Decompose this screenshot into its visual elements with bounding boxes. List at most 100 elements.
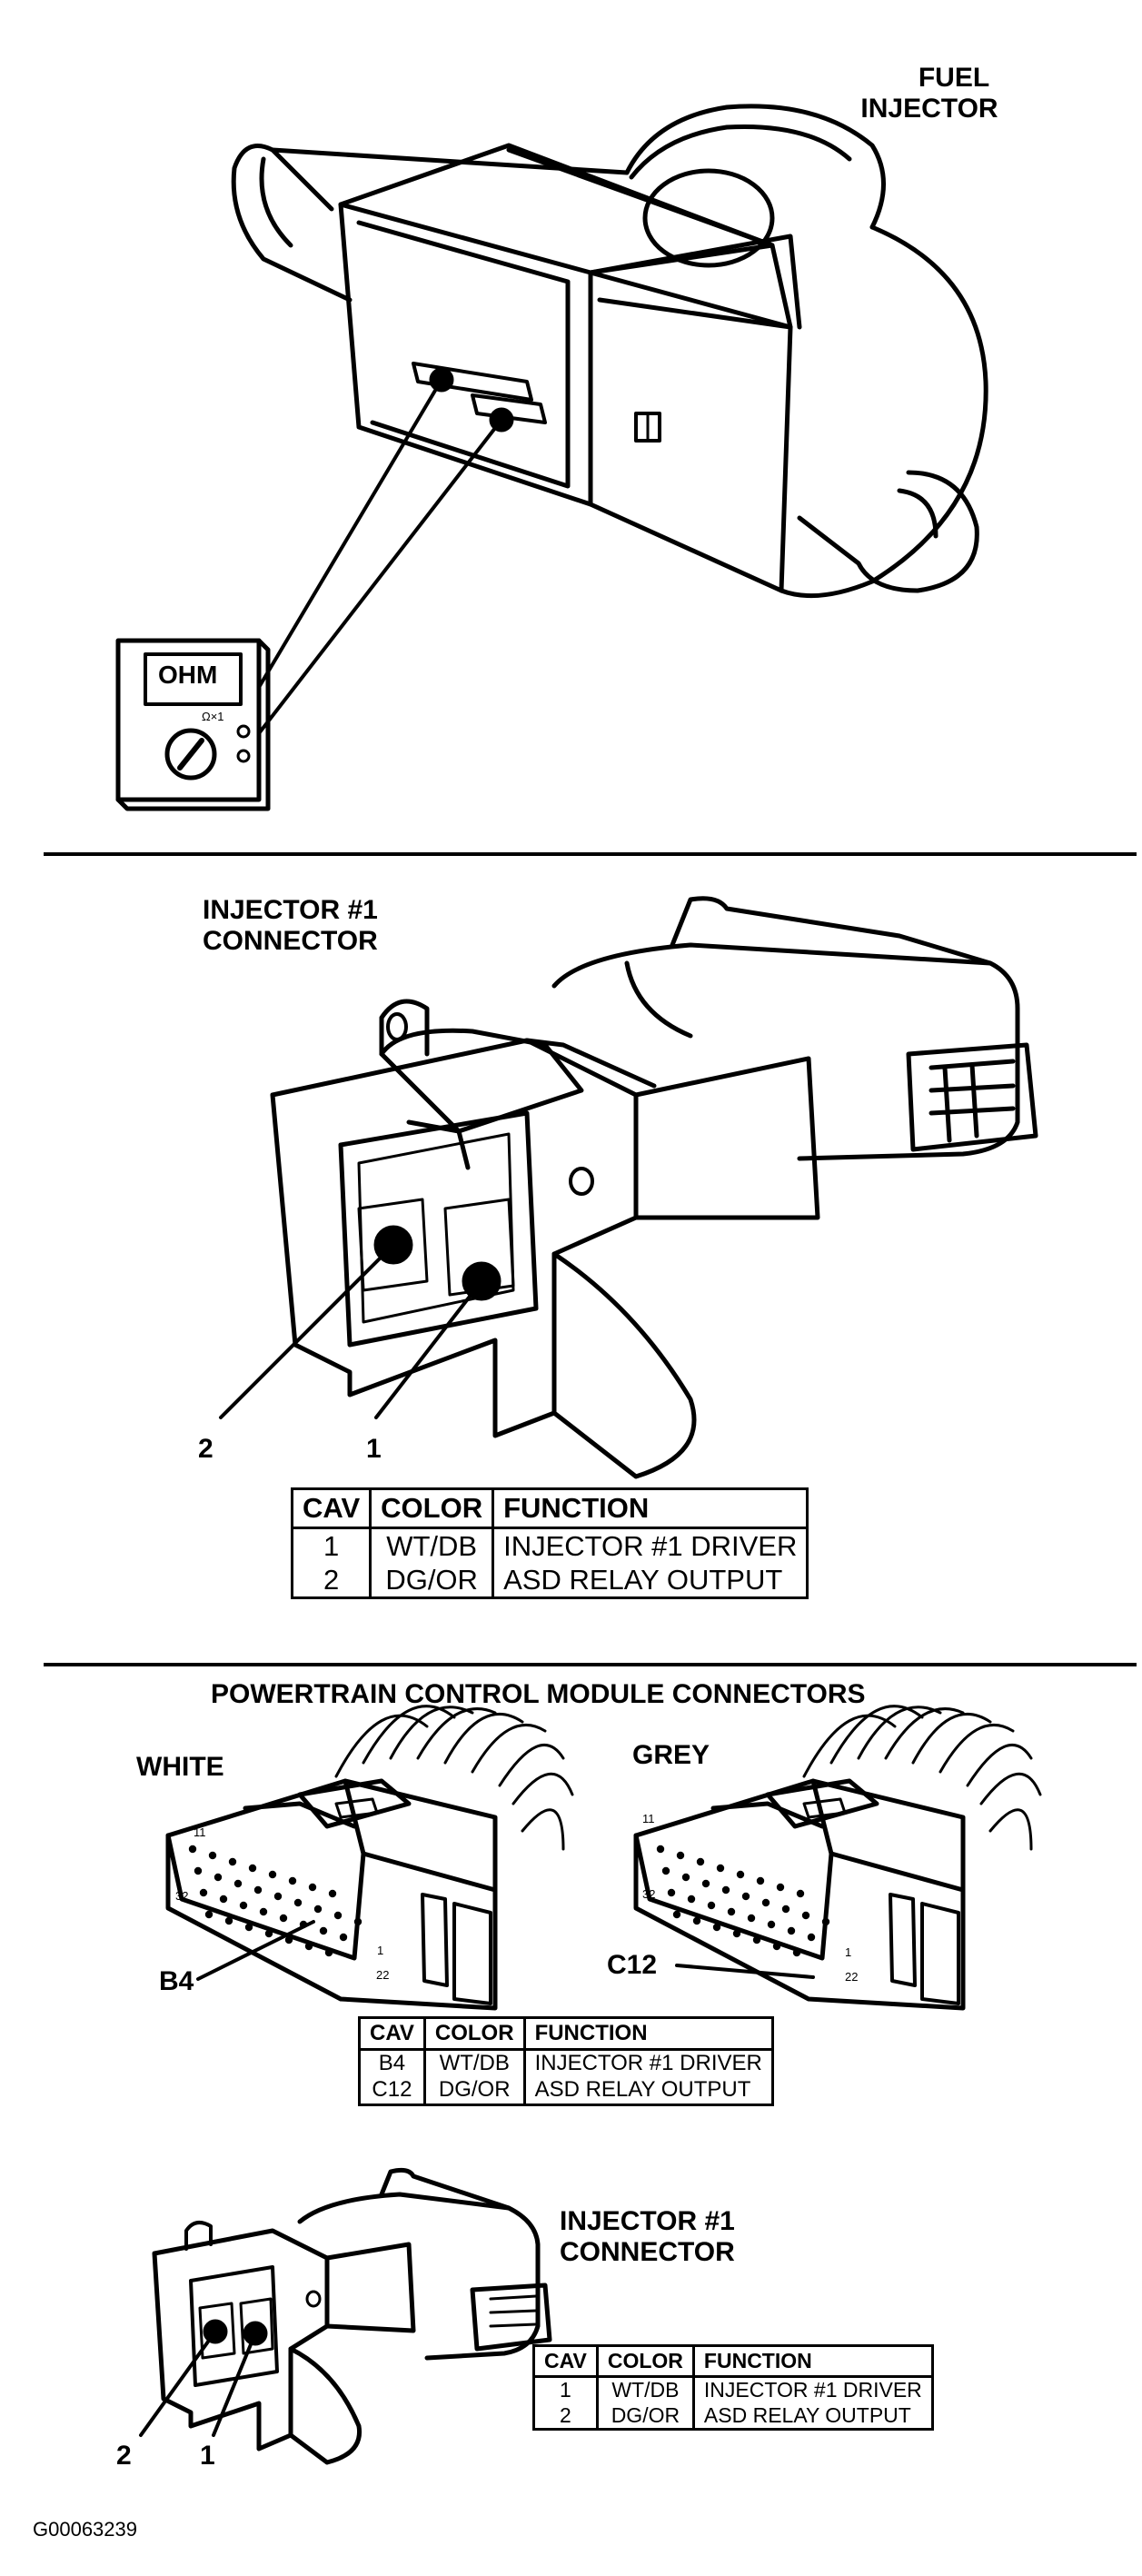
pin-dot — [716, 1864, 725, 1873]
pin-dot — [244, 1923, 253, 1932]
pin-dot — [328, 1889, 337, 1898]
pin-dot — [721, 1885, 730, 1895]
pin-dot — [188, 1845, 197, 1854]
ohmmeter-display: OHM — [158, 661, 218, 689]
table-header-color: COLOR — [424, 2017, 526, 2051]
pin-dot — [687, 1895, 696, 1904]
pin-dot — [284, 1935, 293, 1944]
b4-callout: B4 — [159, 1966, 194, 1996]
pin-grid-grey — [656, 1845, 830, 1957]
pin-dot — [761, 1898, 770, 1907]
pin-dot — [772, 1942, 781, 1951]
table-header-cav: CAV — [359, 2017, 426, 2051]
grey-connector-label: GREY — [632, 1740, 710, 1770]
pin-dot — [219, 1895, 228, 1904]
pin-dot — [781, 1905, 790, 1914]
injector-connector-drawing-large — [219, 896, 1038, 1479]
pin-dot — [756, 1876, 765, 1885]
white-cavity-22: 22 — [376, 1968, 390, 1982]
pin-dot — [293, 1898, 303, 1907]
pin-dot — [208, 1851, 217, 1860]
pin-dot — [333, 1911, 343, 1920]
pin-dot — [712, 1923, 721, 1932]
document-id: G00063239 — [33, 2518, 137, 2541]
grey-cavity-32: 32 — [642, 1887, 656, 1901]
pin-dot — [672, 1910, 681, 1919]
ohmmeter-range-label: Ω×1 — [202, 710, 224, 723]
pin-2-label-bottom: 2 — [116, 2441, 132, 2471]
pin-1-label: 1 — [366, 1434, 382, 1464]
grey-cavity-22: 22 — [845, 1970, 859, 1984]
pin-dot — [304, 1942, 313, 1951]
section-divider-1 — [44, 852, 1137, 856]
c12-callout: C12 — [607, 1950, 658, 1980]
injector-connector-drawing-small — [139, 2167, 552, 2465]
pin-dot — [692, 1916, 701, 1925]
injector1-connector-label-line2: CONNECTOR — [203, 925, 378, 956]
pin-dot — [253, 1885, 263, 1895]
ohmmeter-drawing — [115, 378, 503, 811]
pin-dot — [821, 1917, 830, 1926]
pin-dot — [752, 1935, 761, 1944]
pin-dot — [776, 1883, 785, 1892]
pin-dot — [324, 1948, 333, 1957]
pin-dot — [224, 1916, 233, 1925]
pin-dot — [807, 1933, 816, 1942]
pin-dot — [233, 1879, 243, 1888]
pin-dot — [796, 1889, 805, 1898]
fuel-injector-label: FUEL INJECTOR — [860, 63, 1008, 124]
pin-dot — [736, 1870, 745, 1879]
pin-dot — [308, 1883, 317, 1892]
pin-dot — [661, 1866, 670, 1875]
pin-dot — [727, 1907, 736, 1916]
pin-dot — [288, 1876, 297, 1885]
pin-dot — [214, 1873, 223, 1882]
pcm-connector-white-drawing — [165, 1705, 574, 2011]
fuel-injector-label-line2: INJECTOR — [860, 93, 998, 124]
section-divider-2 — [44, 1663, 1137, 1666]
table-header-function: FUNCTION — [524, 2017, 773, 2051]
white-cavity-11: 11 — [194, 1825, 206, 1839]
pin-dot — [268, 1870, 277, 1879]
pin-dot — [767, 1920, 776, 1929]
pin-dot — [264, 1929, 273, 1938]
pin-dot — [353, 1917, 362, 1926]
grey-cavity-11: 11 — [642, 1812, 655, 1825]
pcm-connectors-title: POWERTRAIN CONTROL MODULE CONNECTORS — [211, 1679, 866, 1709]
pin-dot — [204, 1910, 214, 1919]
pin-dot — [732, 1929, 741, 1938]
pin-dot — [787, 1926, 796, 1935]
pin-dot — [279, 1914, 288, 1923]
pin-dot — [696, 1857, 705, 1866]
injector1-connector-label-line1: INJECTOR #1 — [203, 895, 378, 925]
pin-dot — [741, 1892, 750, 1901]
injector1-connector-label-bottom-line2: CONNECTOR — [560, 2236, 735, 2267]
table-header-cav: CAV — [292, 1488, 372, 1529]
pin-dot — [701, 1879, 710, 1888]
fuel-injector-drawing — [231, 104, 988, 599]
table-header-function: FUNCTION — [492, 1488, 808, 1529]
pin-dot — [319, 1926, 328, 1935]
injector1-connector-label-bottom: INJECTOR #1 CONNECTOR — [560, 2206, 735, 2267]
pin-dot — [259, 1907, 268, 1916]
pin-2-label: 2 — [198, 1434, 214, 1464]
pin-dot — [667, 1888, 676, 1897]
table-header-color: COLOR — [597, 2345, 695, 2378]
pin-dot — [313, 1905, 323, 1914]
pin-1-label-bottom: 1 — [200, 2441, 215, 2471]
white-cavity-1: 1 — [377, 1944, 384, 1957]
